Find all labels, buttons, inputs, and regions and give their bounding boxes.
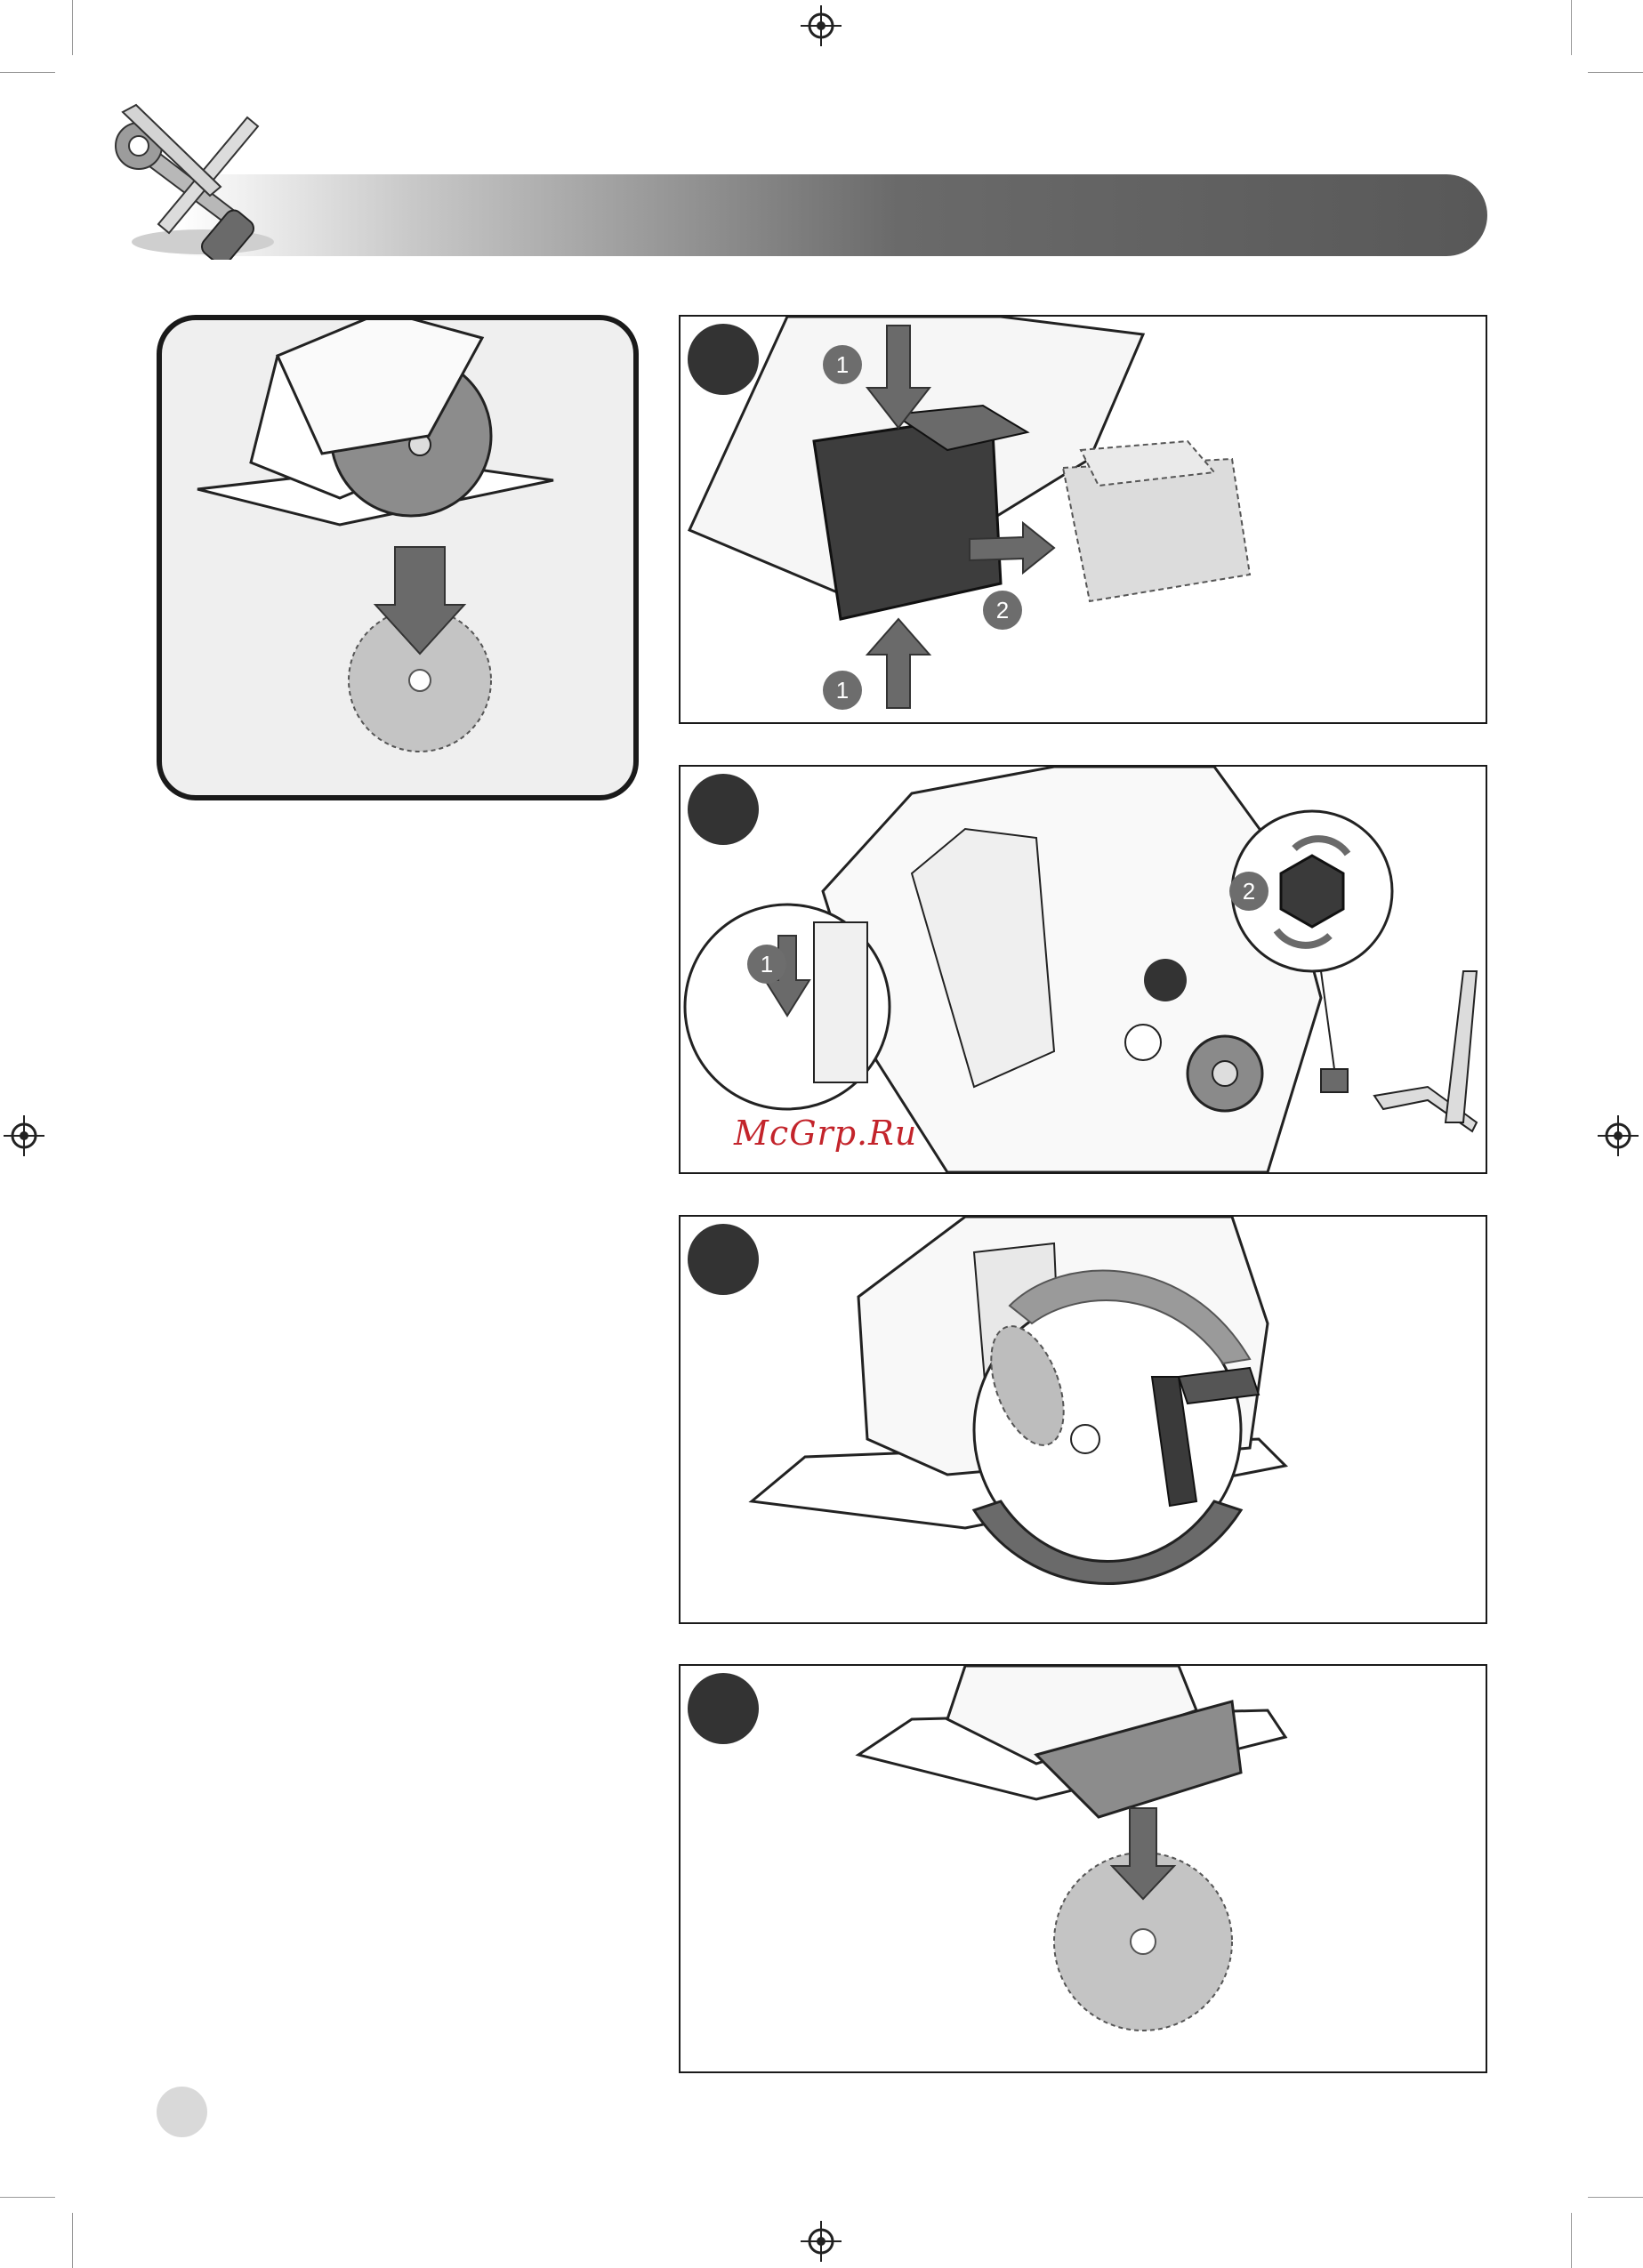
- step-3-panel: [679, 1215, 1487, 1624]
- callout-1: 1: [823, 671, 862, 710]
- callout-2: 2: [1229, 872, 1268, 911]
- registration-mark-left: [4, 1115, 44, 1156]
- crop-mark: [1571, 2213, 1572, 2268]
- blade-removal-illustration: [681, 1666, 1486, 2071]
- callout-1: 1: [823, 345, 862, 384]
- crop-mark: [1588, 72, 1643, 73]
- step-2-panel: 1 2 McGrp.Ru: [679, 765, 1487, 1174]
- crop-mark: [1571, 0, 1572, 55]
- lower-guard-retract-illustration: [681, 1217, 1486, 1622]
- saw-blade-removal-illustration: [162, 320, 633, 795]
- registration-mark-top: [801, 5, 842, 46]
- crop-mark: [72, 0, 73, 55]
- crop-mark: [0, 2197, 55, 2198]
- watermark: McGrp.Ru: [734, 1114, 917, 1153]
- header-bar: [178, 174, 1487, 256]
- crop-mark: [72, 2213, 73, 2268]
- registration-mark-bottom: [801, 2221, 842, 2262]
- callout-2: 2: [983, 591, 1022, 630]
- screwdriver-wrench-icon: [105, 100, 274, 260]
- step-1-panel: 1 2 1: [679, 315, 1487, 724]
- step-4-panel: [679, 1664, 1487, 2073]
- overview-panel: [157, 315, 639, 800]
- blade-bolt-release-illustration: [681, 767, 1486, 1172]
- crop-mark: [0, 72, 55, 73]
- page-number-badge: [157, 2087, 207, 2137]
- callout-1: 1: [747, 945, 786, 984]
- registration-mark-right: [1598, 1115, 1639, 1156]
- battery-removal-illustration: [681, 317, 1486, 722]
- crop-mark: [1588, 2197, 1643, 2198]
